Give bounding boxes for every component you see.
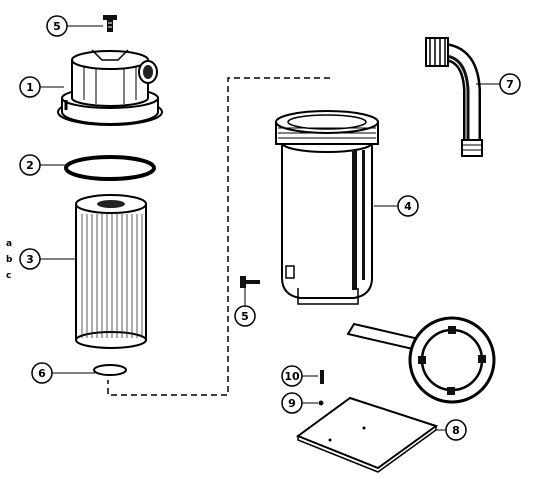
callout-10: 10 <box>281 365 303 387</box>
housing-sump-part <box>275 110 379 305</box>
elbow-fitting-part <box>425 37 483 157</box>
housing-wrench-part <box>346 316 496 404</box>
variant-a-label: a <box>6 239 12 249</box>
callout-6: 6 <box>31 362 53 384</box>
o-ring-part <box>64 155 156 181</box>
svg-text:3: 3 <box>26 253 34 266</box>
variant-b-label: b <box>6 255 13 265</box>
svg-text:10: 10 <box>284 370 300 383</box>
mounting-plate-part <box>295 396 439 473</box>
callout-8: 8 <box>445 419 467 441</box>
filter-head-part <box>57 49 163 126</box>
callout-4: 4 <box>397 195 419 217</box>
svg-text:4: 4 <box>404 200 412 213</box>
svg-text:5: 5 <box>53 20 61 33</box>
svg-text:6: 6 <box>38 367 46 380</box>
callout-5-screw: 5 <box>46 15 68 37</box>
svg-text:9: 9 <box>288 397 296 410</box>
variant-c-label: c <box>6 271 11 281</box>
callout-1: 1 <box>19 76 41 98</box>
small-o-ring-part <box>93 364 127 376</box>
svg-text:7: 7 <box>506 78 514 91</box>
callout-7: 7 <box>499 73 521 95</box>
leader-lines <box>40 25 500 431</box>
flow-path-dashed <box>107 77 330 396</box>
svg-text:1: 1 <box>26 81 34 94</box>
pin-part <box>320 370 324 384</box>
svg-text:5: 5 <box>241 310 249 323</box>
drain-screw-part <box>240 276 260 288</box>
svg-text:8: 8 <box>452 424 460 437</box>
callout-5-drain: 5 <box>234 305 256 327</box>
cartridge-part <box>75 194 147 349</box>
callout-2: 2 <box>19 154 41 176</box>
callout-9: 9 <box>281 392 303 414</box>
screw-top-part <box>103 15 117 32</box>
callout-3: 3 <box>19 248 41 270</box>
svg-text:2: 2 <box>26 159 34 172</box>
washer-part <box>318 400 324 406</box>
